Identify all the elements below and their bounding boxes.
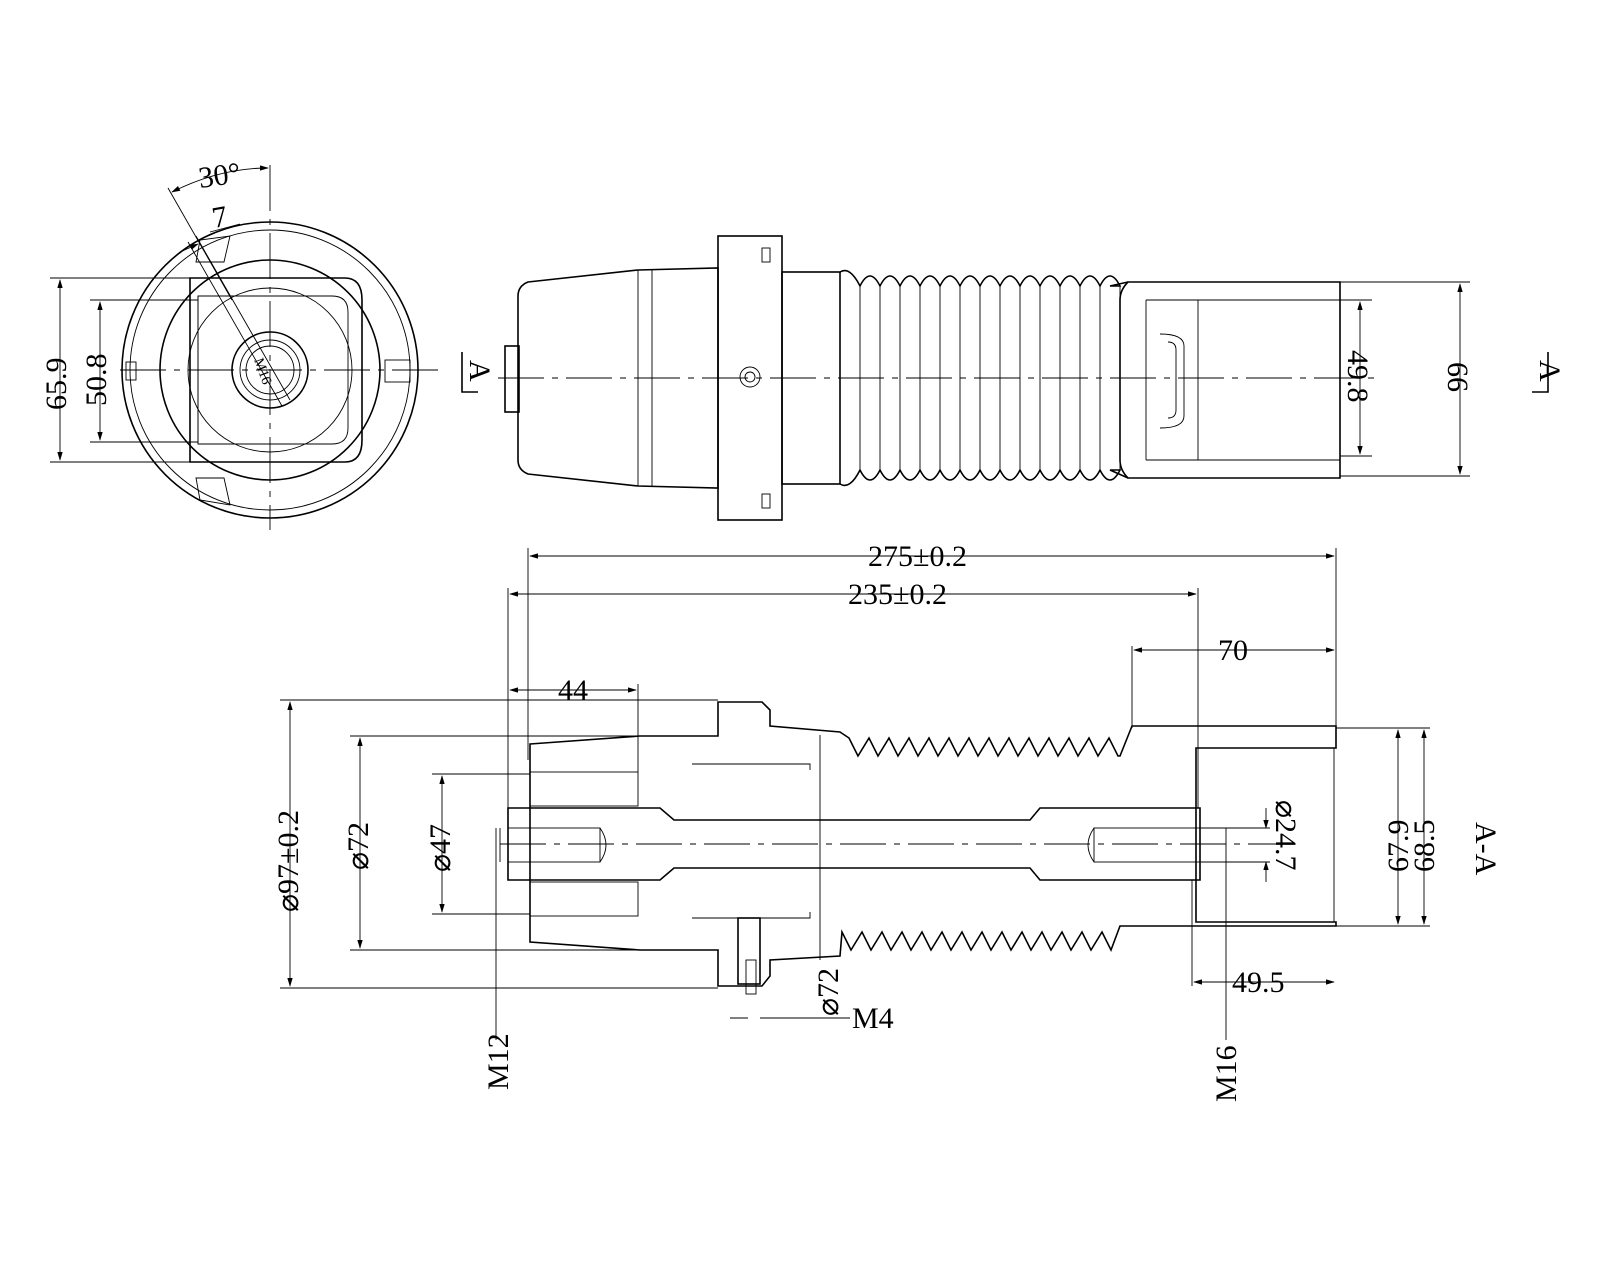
label-dia-66: 66 (1441, 362, 1474, 392)
label-section-view: A-A (1469, 822, 1502, 876)
label-height-67-9: 67.9 (1382, 820, 1415, 873)
label-angle-30: 30° (196, 156, 242, 195)
end-view (50, 165, 440, 530)
label-dia-47: ⌀47 (424, 824, 457, 872)
label-thread-m16: M16 (1210, 1045, 1243, 1102)
label-length-70: 70 (1218, 634, 1248, 667)
label-length-235: 235±0.2 (848, 578, 947, 611)
section-view (280, 548, 1430, 1040)
label-dia-72-mid: ⌀72 (812, 968, 845, 1016)
label-thread-mark: M16 (250, 356, 274, 387)
side-view (461, 235, 1549, 521)
label-length-49-5: 49.5 (1232, 966, 1285, 999)
label-thread-m12: M12 (482, 1033, 515, 1090)
label-slot-7: 7 (209, 200, 230, 235)
label-height-65-9: 65.9 (40, 358, 73, 411)
label-length-275: 275±0.2 (868, 540, 967, 573)
label-height-50-8: 50.8 (80, 354, 113, 407)
label-dia-49-8: 49.8 (1341, 350, 1374, 403)
label-height-68-5: 68.5 (1408, 820, 1441, 873)
label-dia-24-7: ⌀24.7 (1269, 800, 1302, 871)
label-dia-72-left: ⌀72 (342, 822, 375, 870)
section-marker-right: A (1533, 360, 1566, 382)
label-thread-m4: M4 (852, 1002, 894, 1035)
label-dia-97: ⌀97±0.2 (272, 810, 305, 912)
label-length-44: 44 (558, 674, 588, 707)
section-marker-left: A (463, 360, 496, 382)
